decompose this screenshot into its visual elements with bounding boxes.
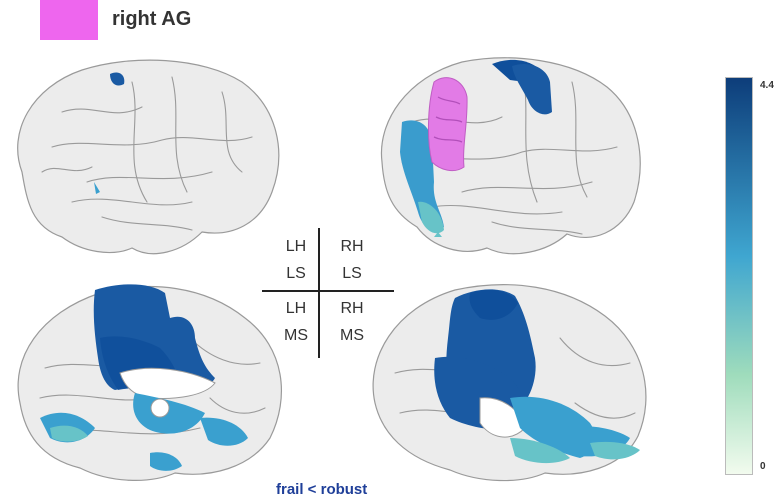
colorbar <box>725 77 753 475</box>
brain-lh-lateral <box>2 52 292 262</box>
colorbar-min-label: 0 <box>760 461 766 472</box>
legend-swatch-right-ag <box>40 0 98 40</box>
quadrant-label-line: LS <box>286 265 306 282</box>
quadrant-label-bottom-right: RH MS <box>332 298 372 347</box>
contrast-caption: frail < robust <box>276 481 368 498</box>
quadrant-label-line: LS <box>342 265 362 282</box>
brain-rh-medial <box>360 278 660 486</box>
quadrant-label-line: RH <box>340 300 364 317</box>
quadrant-label-line: MS <box>340 327 364 344</box>
quadrant-label-top-left: LH LS <box>276 236 316 285</box>
quadrant-divider-horizontal <box>262 290 394 292</box>
colorbar-max-label: 4.4 <box>760 80 774 91</box>
brain-rh-lateral <box>372 52 650 262</box>
quadrant-label-line: LH <box>285 300 307 317</box>
brain-lh-medial <box>0 278 300 486</box>
legend-label: right AG <box>112 8 192 30</box>
quadrant-label-line: MS <box>284 327 308 344</box>
quadrant-label-line: RH <box>340 238 364 255</box>
quadrant-label-bottom-left: LH MS <box>276 298 316 347</box>
quadrant-label-top-right: RH LS <box>332 236 372 285</box>
quadrant-divider-vertical <box>318 228 320 358</box>
quadrant-label-line: LH <box>285 238 307 255</box>
